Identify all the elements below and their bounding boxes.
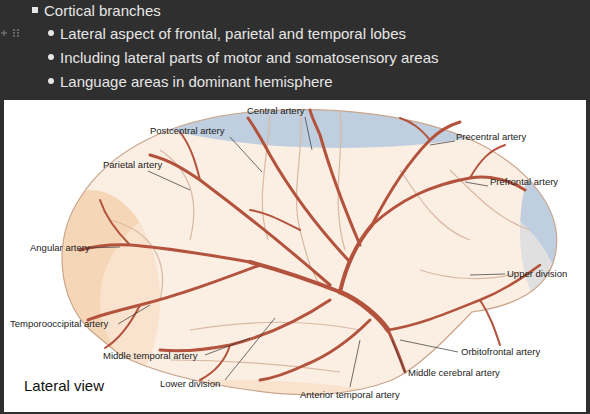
- bullet-text: Including lateral parts of motor and som…: [60, 49, 439, 66]
- artery-label: Middle temporal artery: [103, 350, 198, 361]
- square-bullet: [32, 7, 38, 13]
- bullet-text: Lateral aspect of frontal, parietal and …: [60, 25, 406, 42]
- editor-handle: [1, 30, 7, 36]
- drag-handle: [13, 29, 19, 37]
- brain-outline: [62, 110, 557, 395]
- artery-label: Temporooccipital artery: [10, 318, 108, 329]
- artery-label: Orbitofrontal artery: [461, 346, 540, 357]
- artery-label: Angular artery: [30, 242, 90, 253]
- section-heading: Cortical branches: [44, 2, 161, 19]
- artery-label: Postcentral artery: [150, 125, 224, 136]
- artery-label: Parietal artery: [103, 159, 162, 170]
- division-label: Lower division: [160, 378, 220, 389]
- leader-lines: [86, 117, 505, 387]
- dot-bullet: [48, 30, 54, 36]
- division-label: Upper division: [507, 268, 567, 279]
- mca-branches: [80, 110, 540, 380]
- artery-label: Middle cerebral artery: [408, 367, 500, 378]
- figure-panel: [4, 100, 586, 412]
- artery-label: Anterior temporal artery: [300, 389, 400, 400]
- sulci: [110, 112, 530, 372]
- view-caption: Lateral view: [24, 377, 104, 394]
- bullet-text: Language areas in dominant hemisphere: [60, 73, 333, 90]
- brain-surface: [20, 100, 586, 412]
- brain-illustration: [4, 100, 586, 412]
- dot-bullet: [48, 54, 54, 60]
- artery-label: Central artery: [247, 105, 305, 116]
- artery-label: Prefrontal artery: [490, 176, 558, 187]
- dot-bullet: [48, 78, 54, 84]
- artery-label: Precentral artery: [456, 131, 526, 142]
